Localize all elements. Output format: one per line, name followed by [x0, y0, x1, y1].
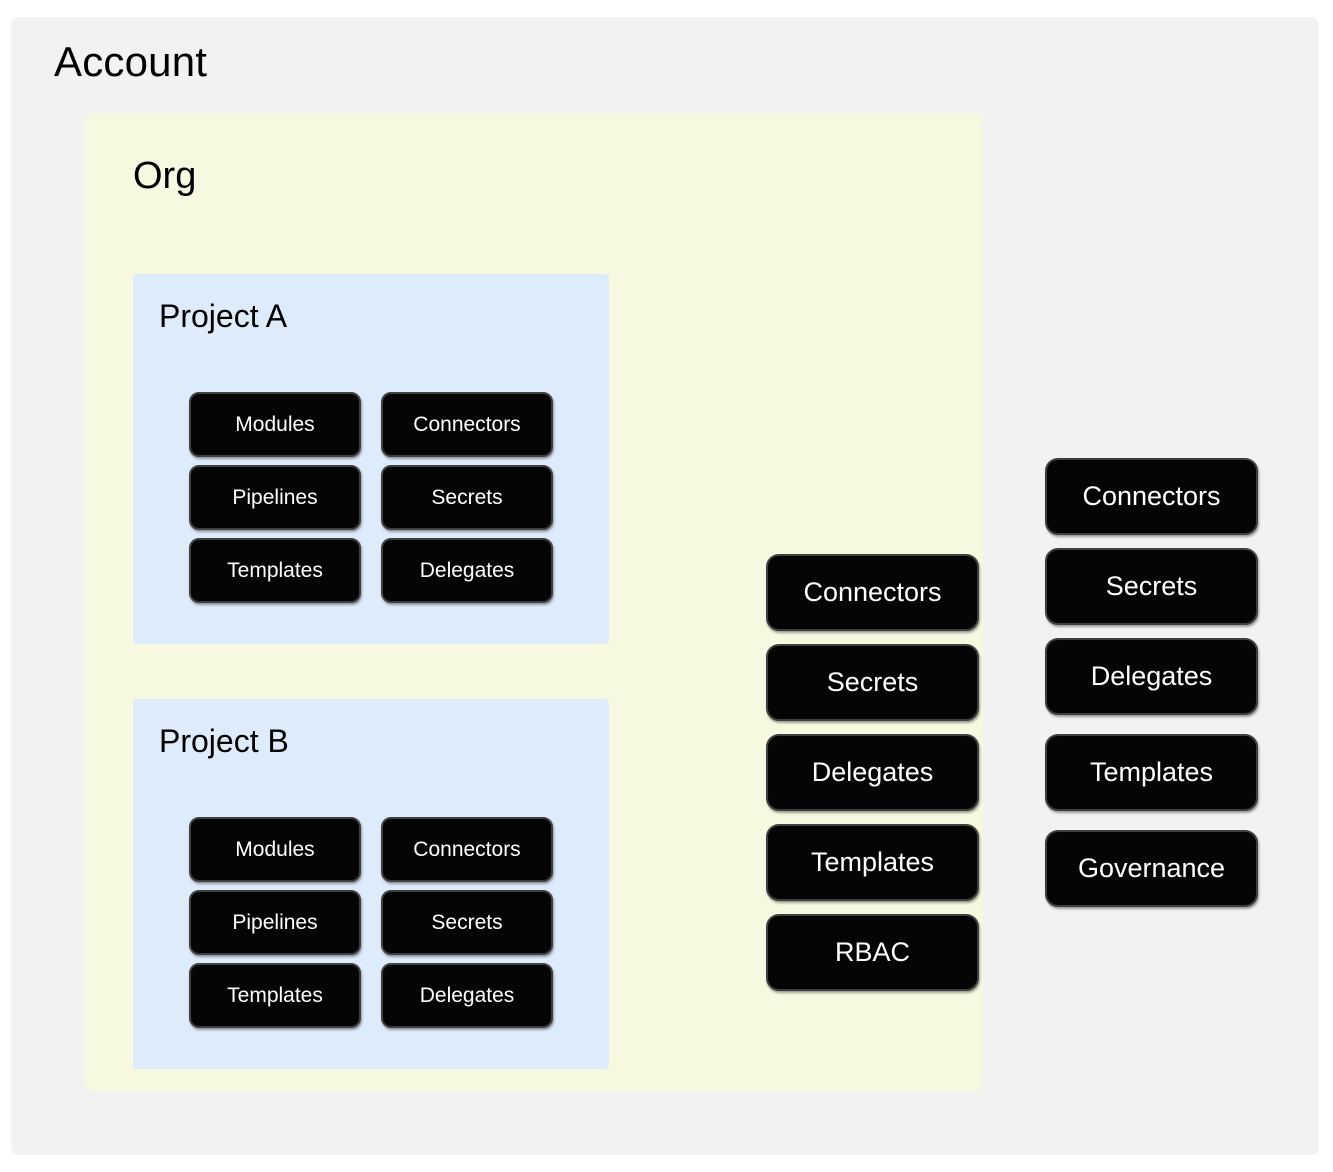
- account-chip-secrets[interactable]: Secrets: [1045, 548, 1258, 625]
- account-chip-governance[interactable]: Governance: [1045, 830, 1258, 907]
- account-scope-title: Account: [54, 38, 208, 85]
- project-panel-a: Project A Modules Connectors Pipelines S…: [133, 274, 609, 644]
- project-panel-b: Project B Modules Connectors Pipelines S…: [133, 699, 609, 1069]
- project-b-chip-secrets[interactable]: Secrets: [381, 890, 553, 955]
- project-a-resource-grid: Modules Connectors Pipelines Secrets Tem…: [189, 392, 553, 603]
- org-level-resource-column: Connectors Secrets Delegates Templates R…: [766, 554, 979, 991]
- project-b-chip-connectors[interactable]: Connectors: [381, 817, 553, 882]
- org-chip-secrets[interactable]: Secrets: [766, 644, 979, 721]
- project-a-chip-secrets[interactable]: Secrets: [381, 465, 553, 530]
- project-a-chip-delegates[interactable]: Delegates: [381, 538, 553, 603]
- org-chip-rbac[interactable]: RBAC: [766, 914, 979, 991]
- account-chip-templates[interactable]: Templates: [1045, 734, 1258, 811]
- org-chip-delegates[interactable]: Delegates: [766, 734, 979, 811]
- project-b-resource-grid: Modules Connectors Pipelines Secrets Tem…: [189, 817, 553, 1028]
- project-b-title: Project B: [159, 723, 289, 759]
- project-a-chip-connectors[interactable]: Connectors: [381, 392, 553, 457]
- project-a-chip-pipelines[interactable]: Pipelines: [189, 465, 361, 530]
- org-chip-templates[interactable]: Templates: [766, 824, 979, 901]
- project-a-title: Project A: [159, 298, 288, 334]
- org-chip-connectors[interactable]: Connectors: [766, 554, 979, 631]
- account-scope-panel: Account Org Project A Modules Connectors…: [11, 17, 1319, 1155]
- org-scope-title: Org: [133, 155, 197, 197]
- project-b-chip-templates[interactable]: Templates: [189, 963, 361, 1028]
- project-a-chip-templates[interactable]: Templates: [189, 538, 361, 603]
- account-chip-connectors[interactable]: Connectors: [1045, 458, 1258, 535]
- project-b-chip-pipelines[interactable]: Pipelines: [189, 890, 361, 955]
- project-a-chip-modules[interactable]: Modules: [189, 392, 361, 457]
- account-chip-delegates[interactable]: Delegates: [1045, 638, 1258, 715]
- org-scope-panel: Org Project A Modules Connectors Pipelin…: [85, 113, 983, 1091]
- project-b-chip-delegates[interactable]: Delegates: [381, 963, 553, 1028]
- project-b-chip-modules[interactable]: Modules: [189, 817, 361, 882]
- account-level-resource-column: Connectors Secrets Delegates Templates G…: [1045, 458, 1258, 907]
